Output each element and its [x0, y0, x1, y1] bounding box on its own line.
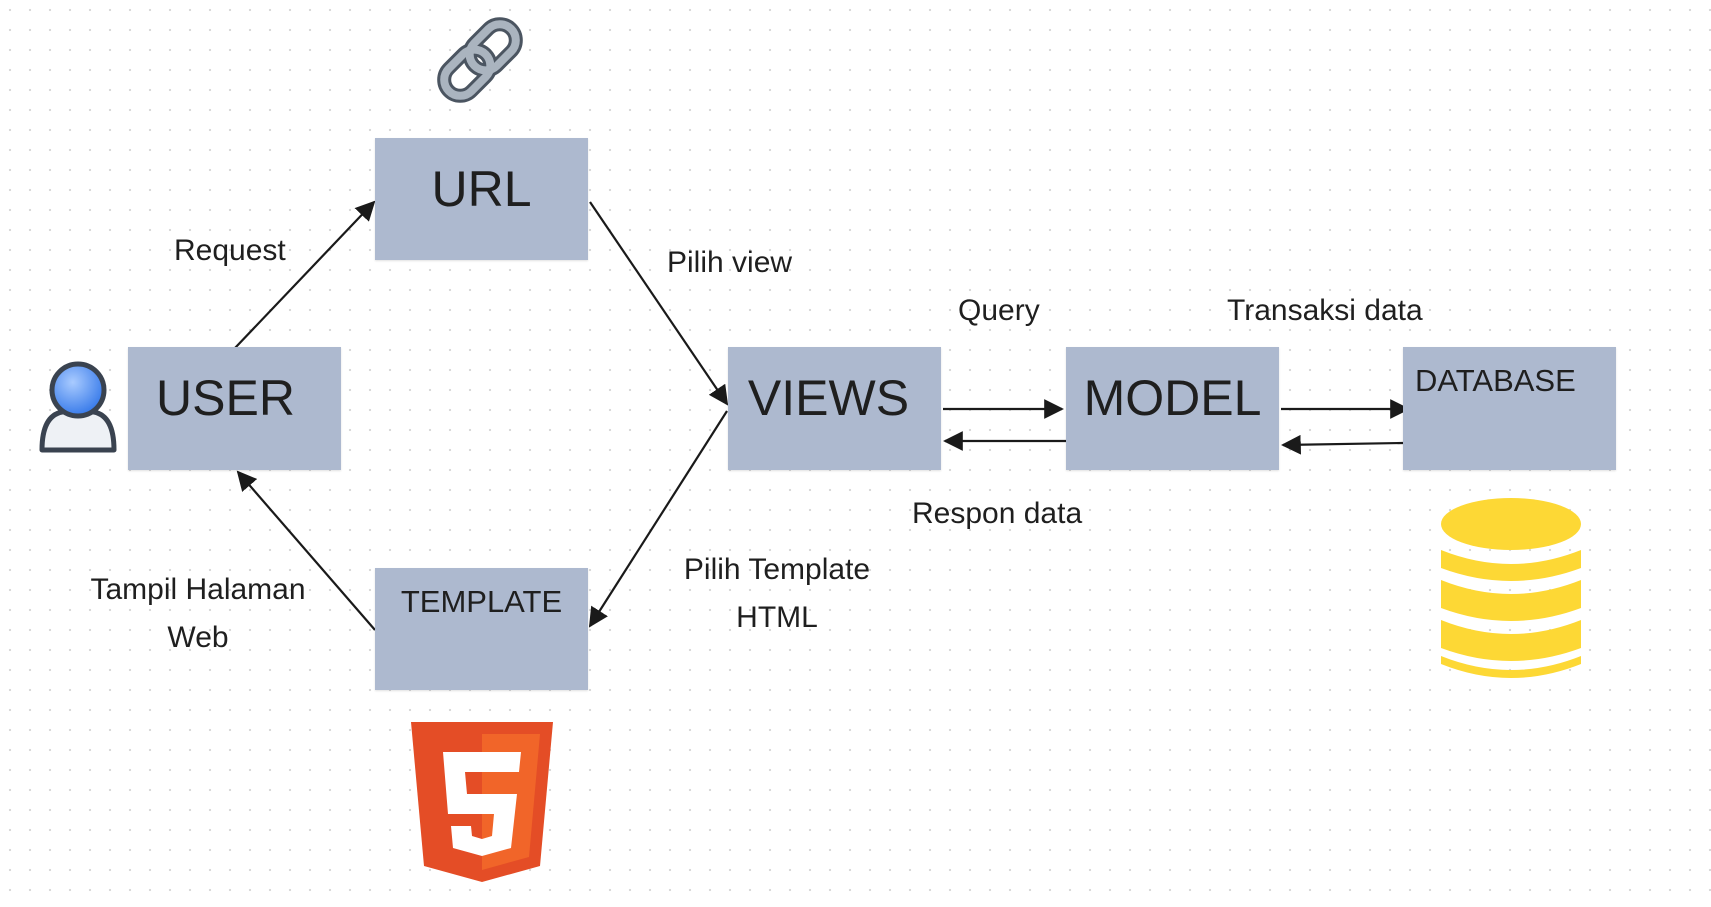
arrow-template-to-user [236, 470, 376, 631]
node-url-label: URL [431, 161, 532, 217]
arrow-views-to-template [588, 410, 728, 628]
label-transaksi-data: Transaksi data [1227, 294, 1423, 327]
node-user-label: USER [156, 370, 295, 426]
label-tampil-halaman-line2: Web [167, 621, 229, 654]
node-url: URL [375, 138, 588, 260]
arrow-user-to-url [234, 200, 376, 349]
database-icon [1441, 498, 1581, 678]
node-views-label: VIEWS [747, 370, 910, 426]
label-pilih-template: Pilih Template HTML [665, 546, 889, 642]
label-respon-data: Respon data [912, 497, 1083, 530]
node-views: VIEWS [728, 347, 941, 470]
node-template-label: TEMPLATE [400, 584, 563, 619]
label-pilih-view: Pilih view [667, 246, 793, 279]
node-database: DATABASE [1403, 347, 1616, 470]
node-database-label: DATABASE [1415, 363, 1576, 398]
node-model: MODEL [1066, 347, 1279, 470]
user-icon [39, 361, 117, 453]
node-model-label: MODEL [1083, 370, 1262, 426]
node-user: USER [128, 347, 341, 470]
html5-icon [411, 722, 553, 882]
node-template: TEMPLATE [375, 568, 588, 690]
label-query: Query [958, 294, 1040, 327]
arrow-database-to-model [1281, 434, 1404, 455]
label-pilih-template-line1: Pilih Template [683, 553, 871, 586]
arrow-url-to-views [589, 201, 729, 406]
label-tampil-halaman-line1: Tampil Halaman [90, 573, 306, 606]
label-request: Request [174, 234, 286, 267]
label-tampil-halaman: Tampil Halaman Web [78, 566, 318, 662]
label-pilih-template-line2: HTML [736, 601, 818, 634]
link-icon [437, 17, 523, 103]
